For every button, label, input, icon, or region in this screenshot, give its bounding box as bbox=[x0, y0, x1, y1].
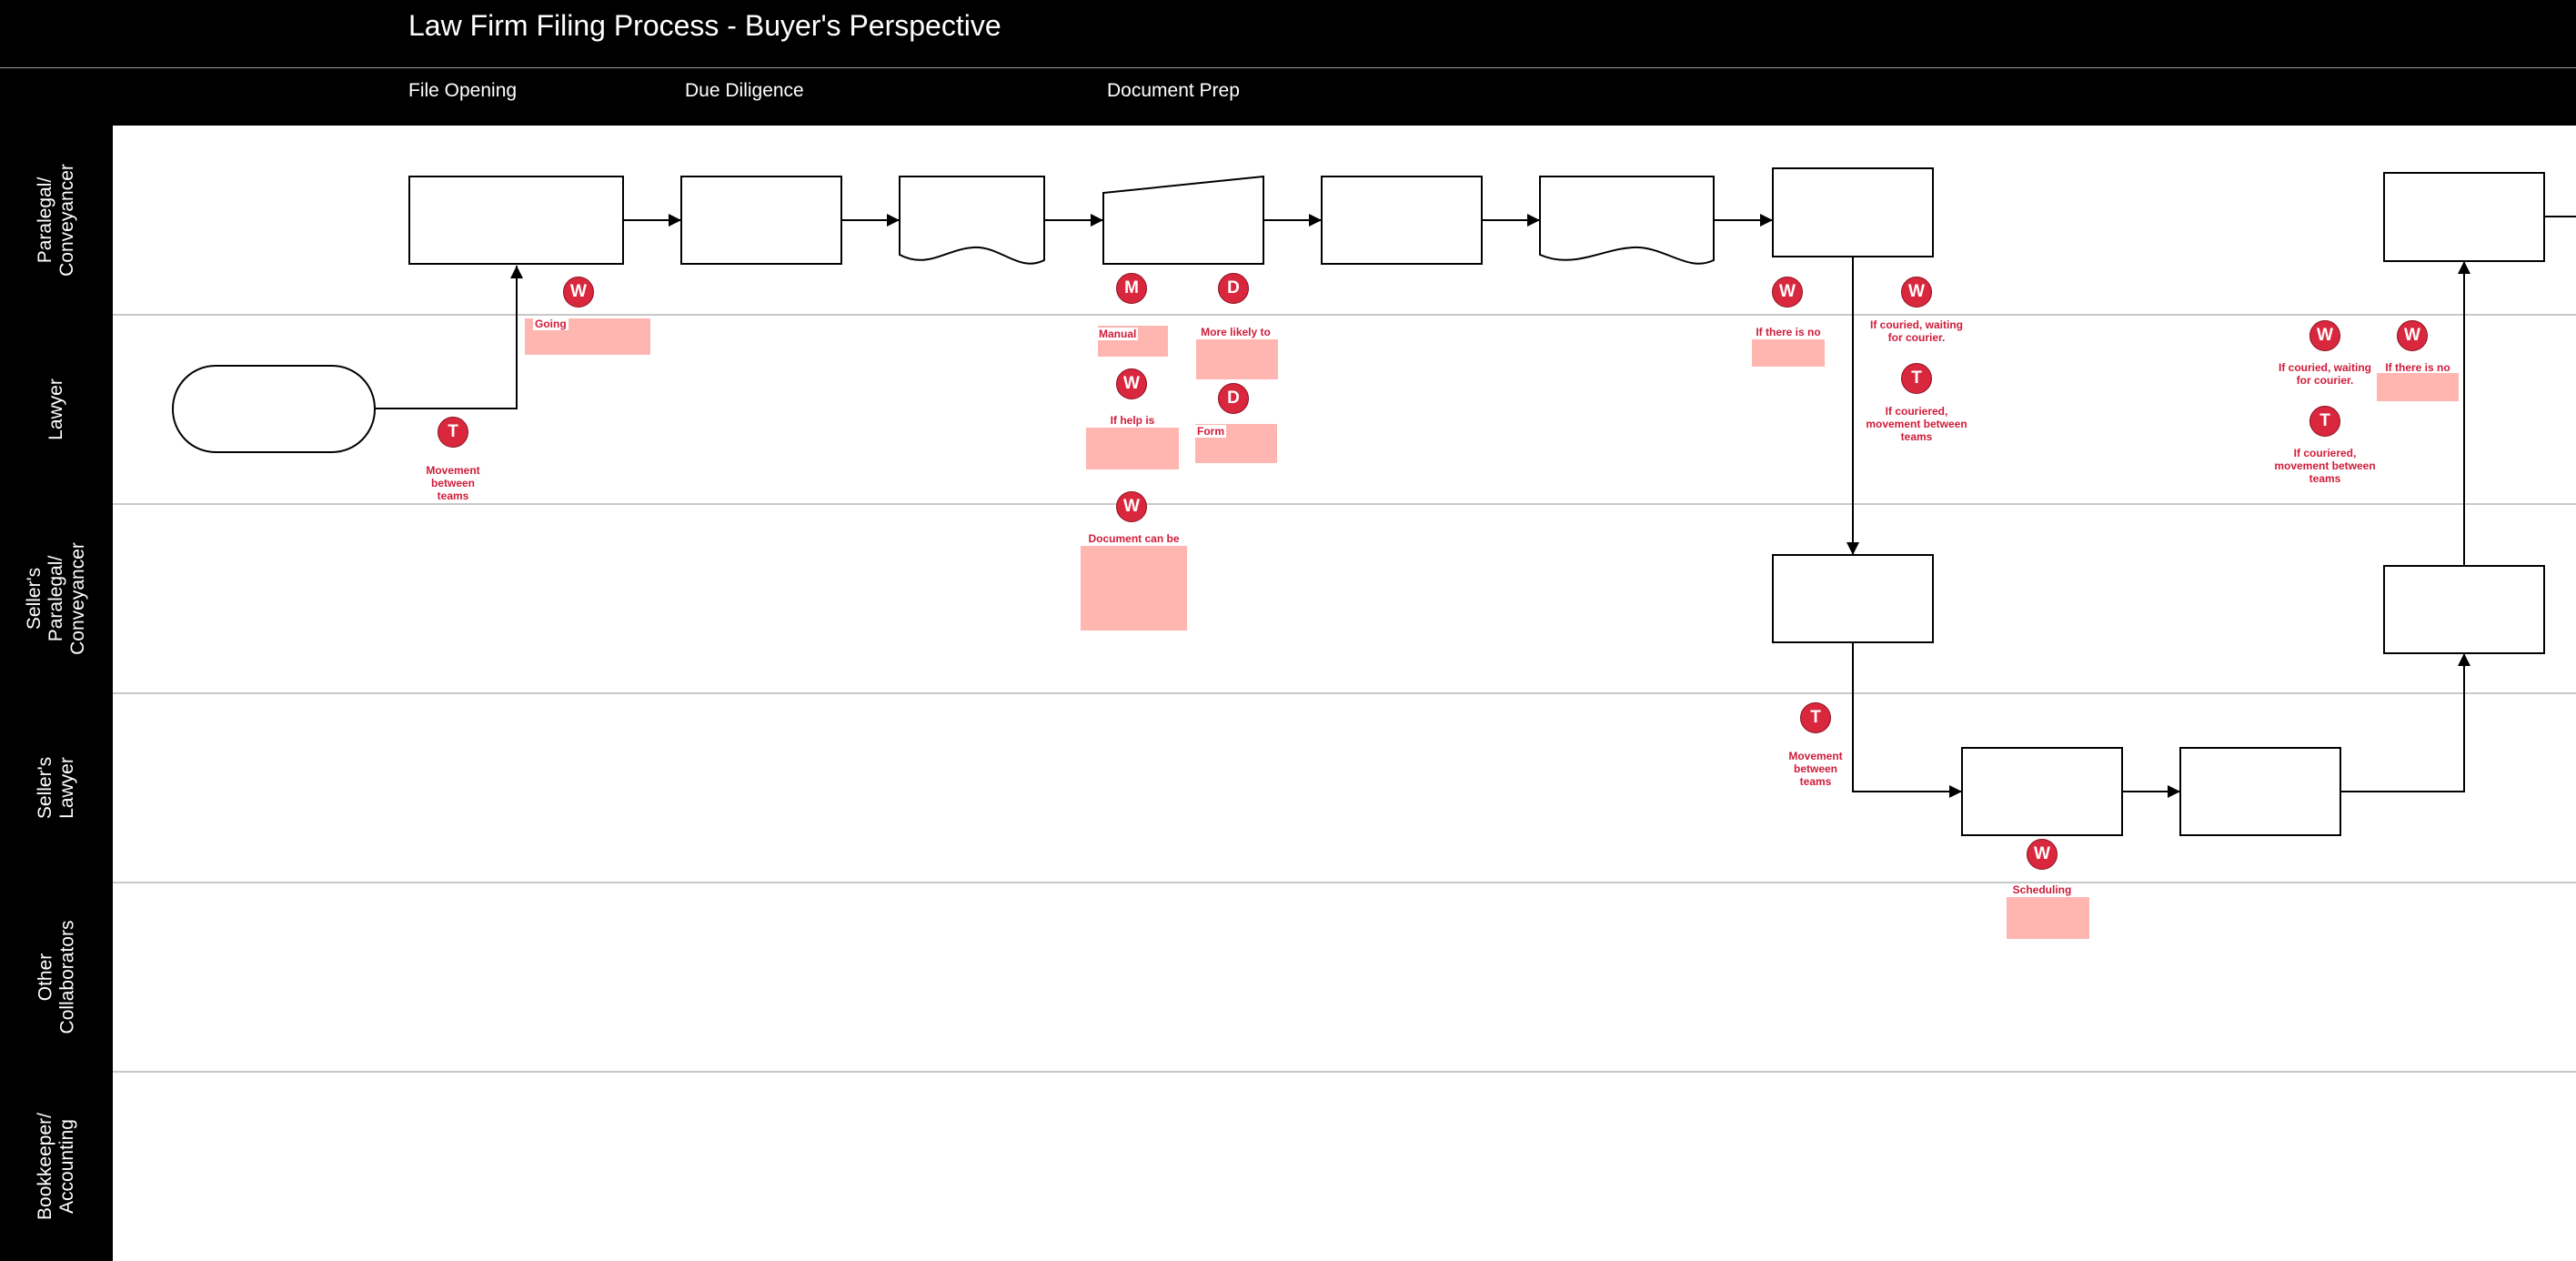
note-document-can-be: Document can be bbox=[1088, 532, 1180, 545]
note-scheduling: Scheduling bbox=[2012, 883, 2072, 896]
process-step-4 bbox=[1772, 167, 1934, 257]
waiting-badge: W bbox=[1772, 277, 1803, 308]
manual-input-step bbox=[1102, 175, 1264, 265]
motion-badge: M bbox=[1116, 273, 1147, 304]
note-if-couried-waiting: If couried, waiting for courier. bbox=[2278, 361, 2371, 387]
highlight-box bbox=[2007, 897, 2089, 939]
note-manual: Manual bbox=[1097, 328, 1139, 340]
waiting-badge: W bbox=[2027, 839, 2058, 870]
phase-due-diligence: Due Diligence bbox=[685, 80, 804, 101]
lane-divider bbox=[113, 503, 2576, 505]
note-form: Form bbox=[1195, 425, 1226, 438]
header-bar: Law Firm Filing Process - Buyer's Perspe… bbox=[0, 0, 2576, 126]
waiting-badge: W bbox=[563, 277, 594, 308]
header-divider bbox=[0, 67, 2576, 68]
note-if-couried-waiting: If couried, waiting for courier. bbox=[1869, 318, 1963, 344]
phase-file-opening: File Opening bbox=[408, 80, 518, 101]
note-if-there-is-no: If there is no bbox=[2385, 361, 2450, 374]
highlight-box bbox=[1196, 339, 1278, 379]
highlight-box bbox=[1752, 339, 1825, 367]
seller-lawyer-step-1 bbox=[1961, 747, 2123, 836]
defect-badge: D bbox=[1218, 273, 1249, 304]
highlight-box bbox=[1086, 428, 1179, 469]
seller-paralegal-step-1 bbox=[1772, 554, 1934, 643]
process-step-3 bbox=[1321, 176, 1483, 265]
defect-badge: D bbox=[1218, 383, 1249, 414]
note-if-couriered-movement: If couriered, movement between teams bbox=[2274, 447, 2376, 485]
lane-divider bbox=[113, 314, 2576, 316]
note-movement-between-teams: Movement between teams bbox=[426, 464, 480, 502]
note-if-there-is-no: If there is no bbox=[1756, 326, 1821, 338]
process-step-1 bbox=[408, 176, 624, 265]
lane-divider bbox=[113, 692, 2576, 694]
transport-badge: T bbox=[1800, 702, 1831, 733]
note-more-likely-to: More likely to bbox=[1201, 326, 1271, 338]
connector bbox=[375, 266, 523, 409]
note-if-help-is: If help is bbox=[1110, 414, 1155, 427]
document-step-2 bbox=[1539, 176, 1715, 265]
note-going: Going bbox=[533, 318, 569, 330]
transport-badge: T bbox=[2309, 406, 2340, 437]
note-movement-between-teams: Movement between teams bbox=[1788, 750, 1843, 788]
seller-lawyer-step-2 bbox=[2179, 747, 2341, 836]
waiting-badge: W bbox=[1116, 491, 1147, 522]
highlight-box bbox=[2377, 373, 2459, 401]
waiting-badge: W bbox=[1116, 368, 1147, 399]
transport-badge: T bbox=[1901, 363, 1932, 394]
lane-divider bbox=[113, 1071, 2576, 1073]
note-if-couriered-movement: If couriered, movement between teams bbox=[1866, 405, 1967, 443]
waiting-badge: W bbox=[2397, 320, 2428, 351]
lane-divider bbox=[113, 882, 2576, 883]
diagram-title: Law Firm Filing Process - Buyer's Perspe… bbox=[408, 9, 1001, 42]
seller-paralegal-step-2 bbox=[2383, 565, 2545, 654]
connector bbox=[1852, 642, 1962, 798]
waiting-badge: W bbox=[1901, 277, 1932, 308]
lane-sidebar bbox=[0, 126, 113, 1261]
highlight-box bbox=[1081, 546, 1187, 630]
start-terminator bbox=[172, 365, 376, 453]
process-step-2 bbox=[680, 176, 842, 265]
document-step-1 bbox=[899, 176, 1045, 265]
phase-document-prep: Document Prep bbox=[1107, 80, 1240, 101]
process-step-5 bbox=[2383, 172, 2545, 262]
waiting-badge: W bbox=[2309, 320, 2340, 351]
connector bbox=[2340, 653, 2470, 792]
transport-badge: T bbox=[438, 417, 468, 448]
